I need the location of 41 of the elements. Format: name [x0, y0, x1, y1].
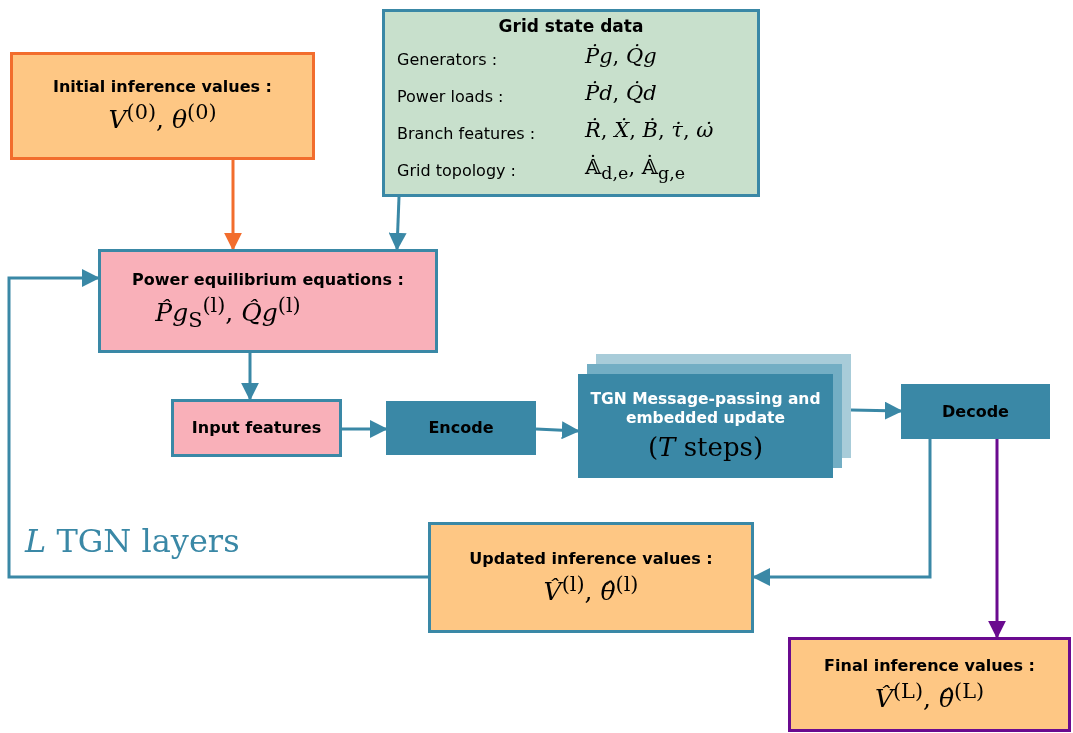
process-box — [98, 249, 438, 353]
arrow — [224, 160, 242, 251]
row-label: Grid topology : — [397, 161, 516, 180]
arrow — [241, 353, 259, 401]
arrow — [342, 420, 388, 438]
process-box — [171, 399, 342, 457]
panel-title: Grid state data — [497, 16, 645, 37]
process-box — [901, 384, 1050, 439]
loop-label: L TGN layers — [25, 522, 240, 560]
process-box — [428, 522, 754, 633]
process-box — [578, 374, 833, 478]
row-label: Branch features : — [397, 124, 536, 143]
box-title: TGN Message-passing and embedded update — [589, 390, 822, 428]
arrow — [850, 401, 903, 420]
arrow — [7, 269, 428, 579]
process-box — [10, 52, 315, 160]
row-label: Power loads : — [397, 87, 504, 106]
formula: 𝔸̇$_{d,e}$, 𝔸̇$_{g,e}$ — [585, 155, 686, 184]
box-title: Power equilibrium equations : — [132, 269, 404, 289]
box-title: Updated inference values : — [469, 548, 713, 568]
formula: Ṙ, Ẋ, Ḃ, τ̇, ω̇ — [585, 118, 714, 142]
process-box — [788, 637, 1071, 732]
step-count: (T steps) — [647, 431, 764, 462]
formula: V̂$^{(l)}$, θ̂$^{(l)}$ — [543, 571, 639, 607]
formula: V$^{(0)}$, θ$^{(0)}$ — [108, 100, 217, 135]
box-title: Decode — [942, 401, 1009, 422]
box-title: Encode — [428, 418, 494, 438]
formula: Ṗg, Q̇g — [585, 44, 657, 68]
data-panel — [382, 9, 760, 197]
arrow — [388, 196, 407, 251]
box-title: Input features — [191, 418, 322, 438]
arrow — [752, 439, 932, 586]
box-title: Final inference values : — [824, 655, 1035, 675]
arrow — [535, 421, 580, 440]
process-box — [386, 401, 536, 455]
arrow — [988, 439, 1006, 639]
formula: Ṗd, Q̇d — [585, 81, 657, 105]
box-title: Initial inference values : — [53, 77, 272, 97]
formula: V̂$^{(L)}$, θ̂$^{(L)}$ — [874, 678, 985, 714]
formula: P̂g$_{S}$$^{(l)}$, Q̂g$^{(l)}$ — [155, 292, 301, 333]
row-label: Generators : — [397, 50, 498, 69]
